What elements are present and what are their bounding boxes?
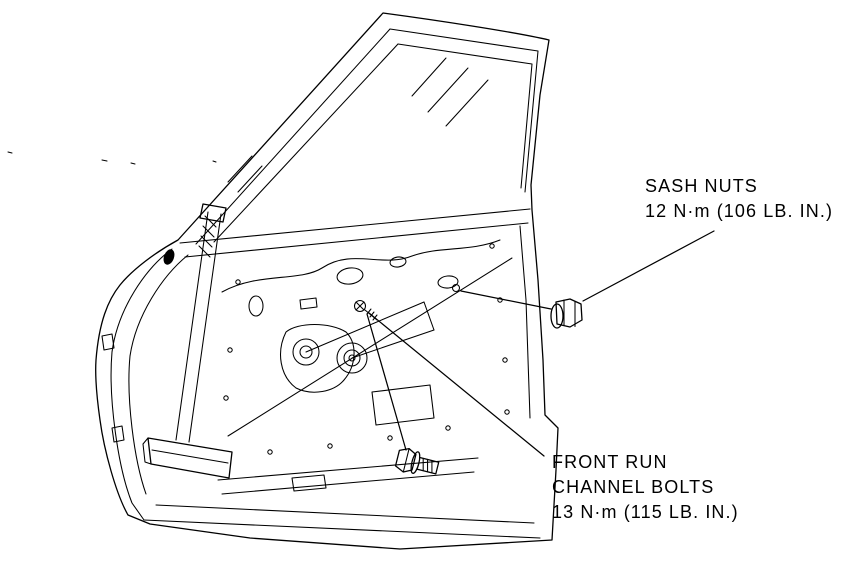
sash-nuts-label: SASH NUTS [645, 176, 758, 196]
stray-marks [7, 151, 217, 165]
window-regulator [280, 301, 435, 393]
channel-bolt-illustration [394, 448, 440, 475]
window-glass-hatching [227, 57, 489, 193]
sash-nuts-leader-line [582, 230, 715, 302]
run-channel [175, 203, 227, 443]
sash-nuts-torque: 12 N·m (106 LB. IN.) [645, 201, 833, 221]
lower-bracket [142, 437, 233, 479]
inner-panel-details [217, 239, 513, 495]
front-run-label-line1: FRONT RUN [552, 452, 668, 472]
front-run-label-line2: CHANNEL BOLTS [552, 477, 714, 497]
sash-stud [451, 283, 461, 293]
front-run-torque: 13 N·m (115 LB. IN.) [552, 502, 739, 522]
door-outline [94, 12, 559, 550]
sash-nut-illustration [550, 298, 583, 329]
channel-bolts-leader-line [368, 312, 545, 457]
sash-nut-to-stud-line [460, 290, 552, 310]
channel-bolt-pointer-line [366, 313, 407, 451]
